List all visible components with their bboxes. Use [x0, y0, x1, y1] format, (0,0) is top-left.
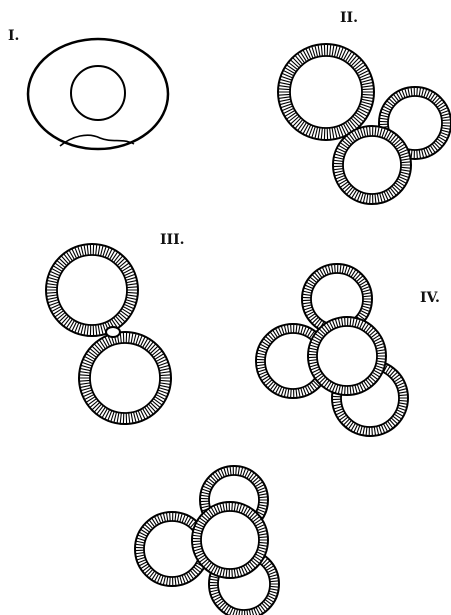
figure-ii-ring-a — [278, 44, 374, 140]
figure-i — [28, 39, 168, 149]
figure-iii-junction — [106, 327, 120, 337]
figure-iii-ring-b — [79, 332, 171, 424]
hatched-rings — [46, 44, 451, 615]
figure-label-i: I. — [8, 28, 19, 44]
figure-label-iv: IV. — [420, 290, 440, 306]
cell-outline — [28, 39, 168, 149]
figure-label-ii: II. — [340, 10, 358, 26]
figure-iv-ring-center — [308, 317, 386, 395]
nucleus-outline — [71, 66, 125, 120]
figure-v-ring-center — [192, 502, 268, 578]
figure-iii-ring-a — [46, 244, 138, 336]
figure-label-iii: III. — [160, 232, 185, 248]
figure-ii-ring-c — [333, 126, 411, 204]
